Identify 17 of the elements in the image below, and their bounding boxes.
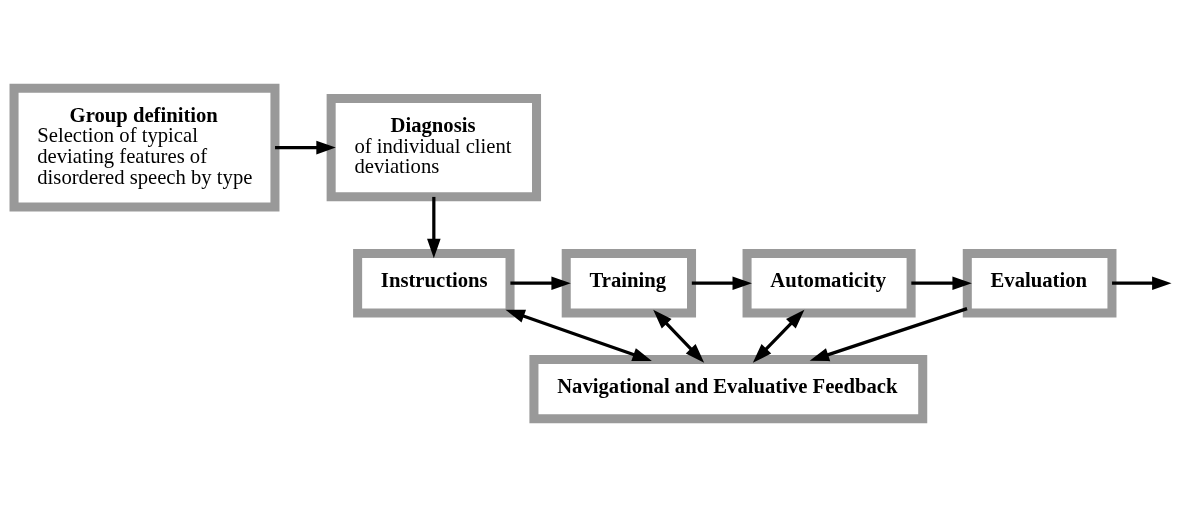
node-box: Automaticity (742, 248, 916, 317)
arrow (275, 140, 336, 154)
node-box: Evaluation (962, 248, 1117, 317)
node-box: Navigational and Evaluative Feedback (529, 354, 928, 423)
node-box: Instructions (353, 248, 515, 317)
arrow (752, 309, 805, 363)
arrow (691, 275, 752, 290)
arrow (653, 309, 705, 363)
arrow (809, 306, 968, 361)
arrow (510, 275, 571, 290)
arrow (505, 309, 652, 361)
arrow (1112, 275, 1172, 290)
arrow (911, 275, 972, 290)
node-box: Diagnosis of individual client deviations (326, 93, 542, 201)
node-box: Group definition Selection of typical deviating features of disordered speech by type (9, 83, 280, 211)
node-box: Training (561, 248, 697, 317)
arrow (427, 196, 441, 258)
